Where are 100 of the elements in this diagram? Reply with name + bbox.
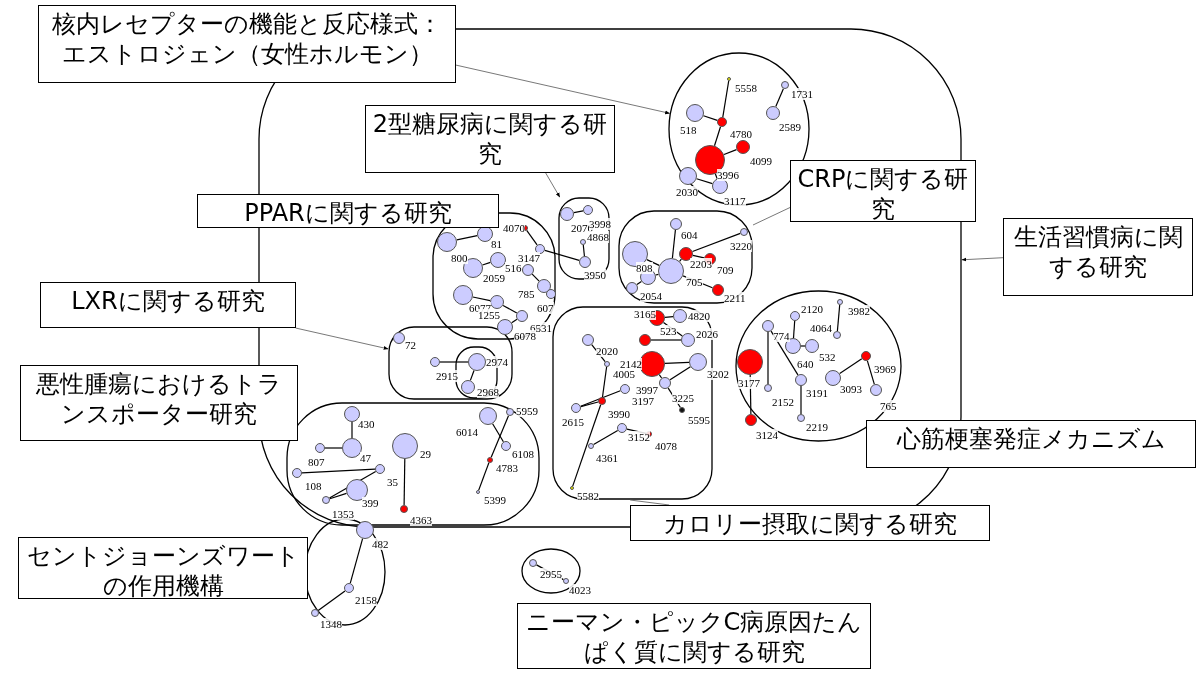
node-number: 4064 xyxy=(810,322,832,334)
node-number: 604 xyxy=(681,229,698,241)
leader-line xyxy=(752,207,791,226)
connector-line xyxy=(866,360,875,385)
connector-line xyxy=(492,423,504,443)
connector-line xyxy=(714,173,718,180)
connector-line xyxy=(770,330,799,376)
connector-line xyxy=(658,374,663,379)
node-number: 2203 xyxy=(690,258,712,270)
node-number: 3093 xyxy=(840,383,862,395)
network-node xyxy=(375,464,385,474)
node-number: 2030 xyxy=(676,186,698,198)
callout-box: セントジョーンズワートの作用機構 xyxy=(18,537,308,599)
network-node xyxy=(311,609,319,617)
node-number: 5959 xyxy=(516,405,538,417)
connector-line xyxy=(544,249,580,261)
node-number: 5595 xyxy=(688,414,710,426)
node-number: 5399 xyxy=(484,494,506,506)
node-number: 2020 xyxy=(596,345,618,357)
node-number: 108 xyxy=(305,480,322,492)
network-node xyxy=(870,384,882,396)
connector-line xyxy=(502,304,518,314)
connector-line xyxy=(650,339,682,341)
network-node xyxy=(560,207,574,221)
node-number: 3117 xyxy=(724,195,746,207)
network-node xyxy=(762,320,774,332)
network-node xyxy=(342,438,362,458)
network-node xyxy=(344,406,360,422)
network-node xyxy=(468,353,486,371)
network-node xyxy=(570,486,574,490)
node-number: 3997 xyxy=(636,384,658,396)
connector-line xyxy=(481,261,491,266)
network-node xyxy=(487,457,493,463)
network-node xyxy=(861,351,871,361)
node-number: 640 xyxy=(797,358,814,370)
network-node xyxy=(626,282,638,294)
callout-box: 核内レセプターの機能と反応様式：エストロジェン（女性ホルモン） xyxy=(38,5,456,83)
node-number: 774 xyxy=(773,330,790,342)
network-node xyxy=(582,334,594,346)
connector-line xyxy=(439,361,469,363)
connector-line xyxy=(775,88,784,108)
node-number: 709 xyxy=(717,264,734,276)
callout-box: CRPに関する研究 xyxy=(790,160,976,222)
node-number: 2968 xyxy=(477,386,499,398)
node-number: 785 xyxy=(518,288,535,300)
node-number: 6108 xyxy=(512,448,534,460)
node-number: 4361 xyxy=(596,452,618,464)
node-number: 6014 xyxy=(456,426,478,438)
network-node xyxy=(736,140,750,154)
network-node xyxy=(476,490,480,494)
network-node xyxy=(617,423,627,433)
callout-box: 2型糖尿病に関する研究 xyxy=(365,105,615,173)
network-node xyxy=(516,310,528,322)
network-node xyxy=(356,521,374,539)
node-number: 3191 xyxy=(806,387,828,399)
connector-line xyxy=(679,258,682,262)
connector-line xyxy=(572,404,602,487)
network-node xyxy=(506,408,514,416)
node-number: 47 xyxy=(360,452,371,464)
node-number: 35 xyxy=(387,476,398,488)
network-node xyxy=(490,295,504,309)
connector-line xyxy=(573,210,584,214)
network-node xyxy=(430,357,440,367)
node-number: 5582 xyxy=(577,490,599,502)
network-node xyxy=(727,77,731,81)
connector-line xyxy=(696,178,713,185)
connector-line xyxy=(472,296,491,302)
connector-line xyxy=(792,320,796,339)
node-number: 808 xyxy=(636,262,653,274)
connector-line xyxy=(664,316,674,318)
network-node xyxy=(679,167,697,185)
node-number: 399 xyxy=(362,497,379,509)
node-number: 5558 xyxy=(735,82,757,94)
node-number: 4820 xyxy=(688,310,710,322)
node-number: 2120 xyxy=(801,303,823,315)
network-node xyxy=(785,338,801,354)
connector-line xyxy=(469,369,475,381)
node-number: 523 xyxy=(660,325,677,337)
node-number: 3950 xyxy=(584,269,606,281)
network-node xyxy=(563,578,569,584)
node-number: 3202 xyxy=(707,368,729,380)
network-node xyxy=(588,443,594,449)
node-number: 4078 xyxy=(655,440,677,452)
node-number: 2054 xyxy=(640,290,662,302)
connector-line xyxy=(692,254,705,259)
callout-box: ニーマン・ピックC病原因たんぱく質に関する研究 xyxy=(517,603,871,669)
network-node xyxy=(604,361,610,367)
callout-box: カロリー摂取に関する研究 xyxy=(630,505,990,541)
connector-line xyxy=(511,318,518,324)
node-number: 1255 xyxy=(478,309,500,321)
network-node xyxy=(292,468,302,478)
connector-line xyxy=(601,366,608,398)
node-number: 516 xyxy=(505,262,522,274)
connector-line xyxy=(349,538,364,584)
network-node xyxy=(529,559,537,567)
network-node xyxy=(580,239,586,245)
network-node xyxy=(737,349,763,375)
node-number: 3982 xyxy=(848,305,870,317)
node-number: 1353 xyxy=(332,508,354,520)
network-node xyxy=(766,106,780,120)
